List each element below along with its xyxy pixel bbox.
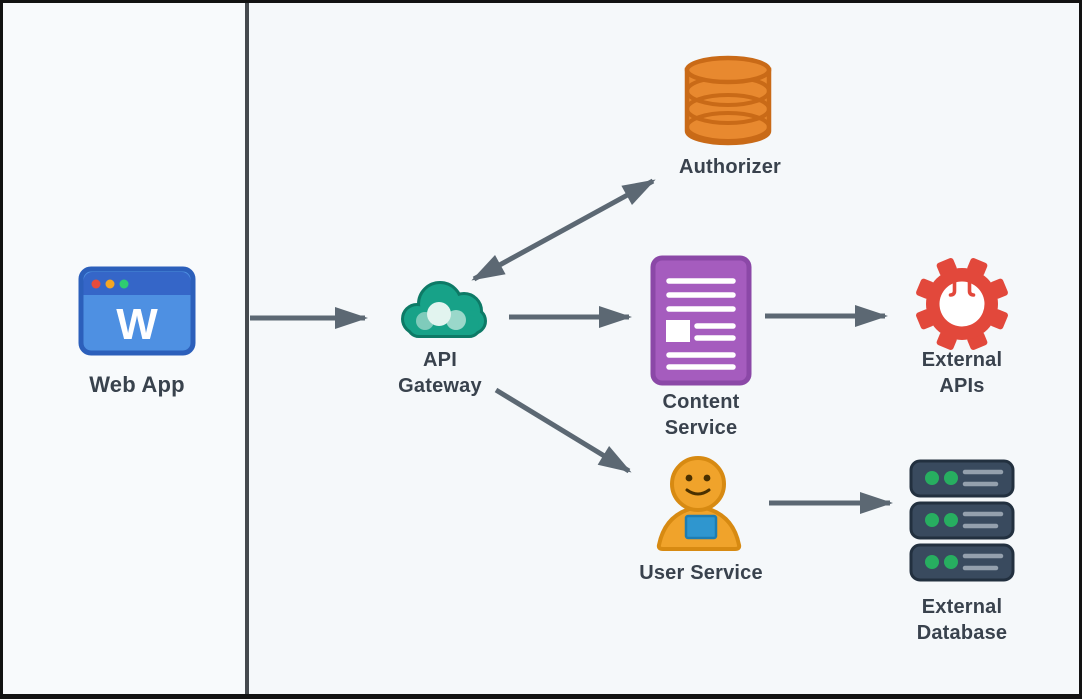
api-gateway-label: API Gateway: [398, 349, 482, 397]
browser-titlebar: [83, 272, 191, 295]
server-led-lights: [925, 471, 958, 569]
server-stack-icon: [909, 459, 1015, 582]
user-service-label: User Service: [639, 562, 763, 584]
person-icon: [656, 456, 742, 551]
external-apis-label: External APIs: [921, 349, 1003, 397]
browser-traffic-light-dots: [91, 279, 129, 289]
server-slot-lines: [962, 469, 1004, 571]
authorizer-label: Authorizer: [679, 156, 781, 178]
content-service-label: Content Service: [662, 391, 740, 439]
document-image-placeholder: [666, 320, 690, 342]
gear-plug-detail: [948, 278, 976, 297]
web-app-label: Web App: [89, 372, 185, 397]
edge-api-gateway-authorizer-bidirectional: [471, 178, 656, 282]
browser-letter: W: [116, 300, 158, 349]
browser-window-icon: W: [78, 266, 196, 356]
diagram-graphics: W: [78, 55, 1015, 582]
cloud-icon: [401, 281, 487, 338]
edge-api-gateway-to-user-service: [494, 387, 632, 474]
boundary-divider-line: [245, 3, 249, 694]
gear-icon: [916, 258, 1008, 350]
database-cylinder-icon: [684, 55, 772, 146]
external-database-label: External Database: [916, 596, 1008, 644]
document-icon: [650, 255, 752, 386]
person-face: [685, 474, 711, 496]
person-badge: [684, 514, 718, 540]
